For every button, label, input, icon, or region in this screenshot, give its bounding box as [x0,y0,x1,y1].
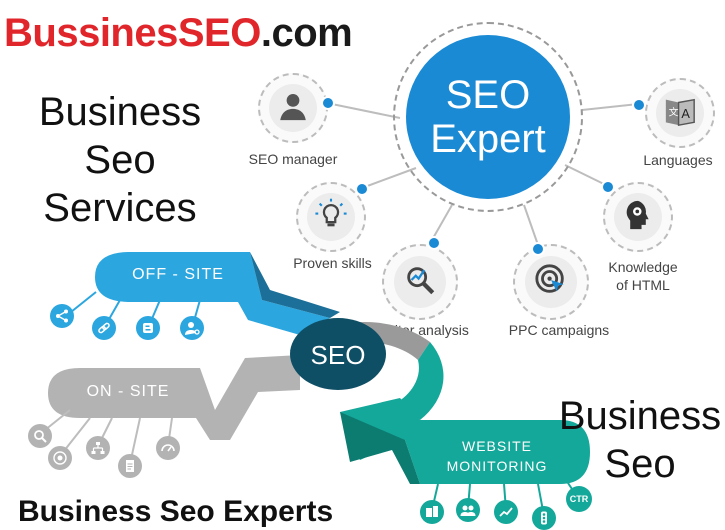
connector-dot [632,98,646,112]
skill-label-block: Knowledge of HTML [588,258,698,294]
connector-dot [601,180,615,194]
lightbulb-icon [314,198,348,237]
connector-dot [427,236,441,250]
ctr-badge: CTR [566,486,592,512]
skill-label: SEO manager [248,151,338,167]
headline-line3: Services [43,186,197,230]
competitor-analysis-node [382,244,458,320]
traffic-icon [532,506,556,530]
user-link-icon [180,316,204,340]
brand-logo: BussinesSEO.com [4,10,353,56]
share-icon [50,304,74,328]
hub-seo-expert: SEO Expert [406,35,570,199]
headline-line1: Business [38,90,202,134]
brand-part3: .com [260,11,353,55]
mobile-desktop-icon [420,500,444,524]
hub-line1: SEO [445,73,531,117]
headline-line2: Seo [84,138,156,182]
head-gear-icon [621,198,655,237]
skill-label: Knowledge [608,259,678,275]
sitemap-icon [86,436,110,460]
skill-label-2: of HTML [616,277,670,293]
blogger-icon [136,316,160,340]
website-line2: MONITORING [446,458,548,474]
speed-icon [156,436,180,460]
side-line2: Seo [604,442,676,486]
link-icon [92,316,116,340]
connector-dot [355,182,369,196]
svg-text:A: A [681,106,690,121]
proven-skills-node [296,182,366,252]
ppc-campaigns-node [513,244,589,320]
brand-part1: Bussines [4,11,178,55]
side-text: Business Seo [545,392,725,488]
footer-title: Business Seo Experts [18,495,334,528]
website-line1: WEBSITE [461,438,532,454]
target-icon [48,446,72,470]
side-line1: Business [558,394,722,438]
target-cursor-icon [534,263,568,302]
seo-center-label: SEO [310,340,366,370]
onsite-label: ON - SITE [86,383,170,400]
users-icon [456,498,480,522]
svg-text:文: 文 [669,105,679,118]
skill-label: Proven skills [293,255,372,271]
skill-label: PPC campaigns [508,322,610,338]
hub-ring [393,22,583,212]
magnifier-chart-icon [403,263,437,302]
manager-icon [276,89,310,128]
headline: Business Seo Services [20,88,220,232]
connector-dot [531,242,545,256]
search-icon [28,424,52,448]
trend-chart-icon [494,500,518,524]
website-monitoring-label: WEBSITE MONITORING [432,436,562,476]
skill-label: Languages [643,152,713,168]
knowledge-html-node [603,182,673,252]
connector-dot [321,96,335,110]
brand-part2: SEO [177,11,261,55]
document-icon [118,454,142,478]
hub-line2: Expert [430,117,546,161]
offsite-label: OFF - SITE [132,266,224,283]
